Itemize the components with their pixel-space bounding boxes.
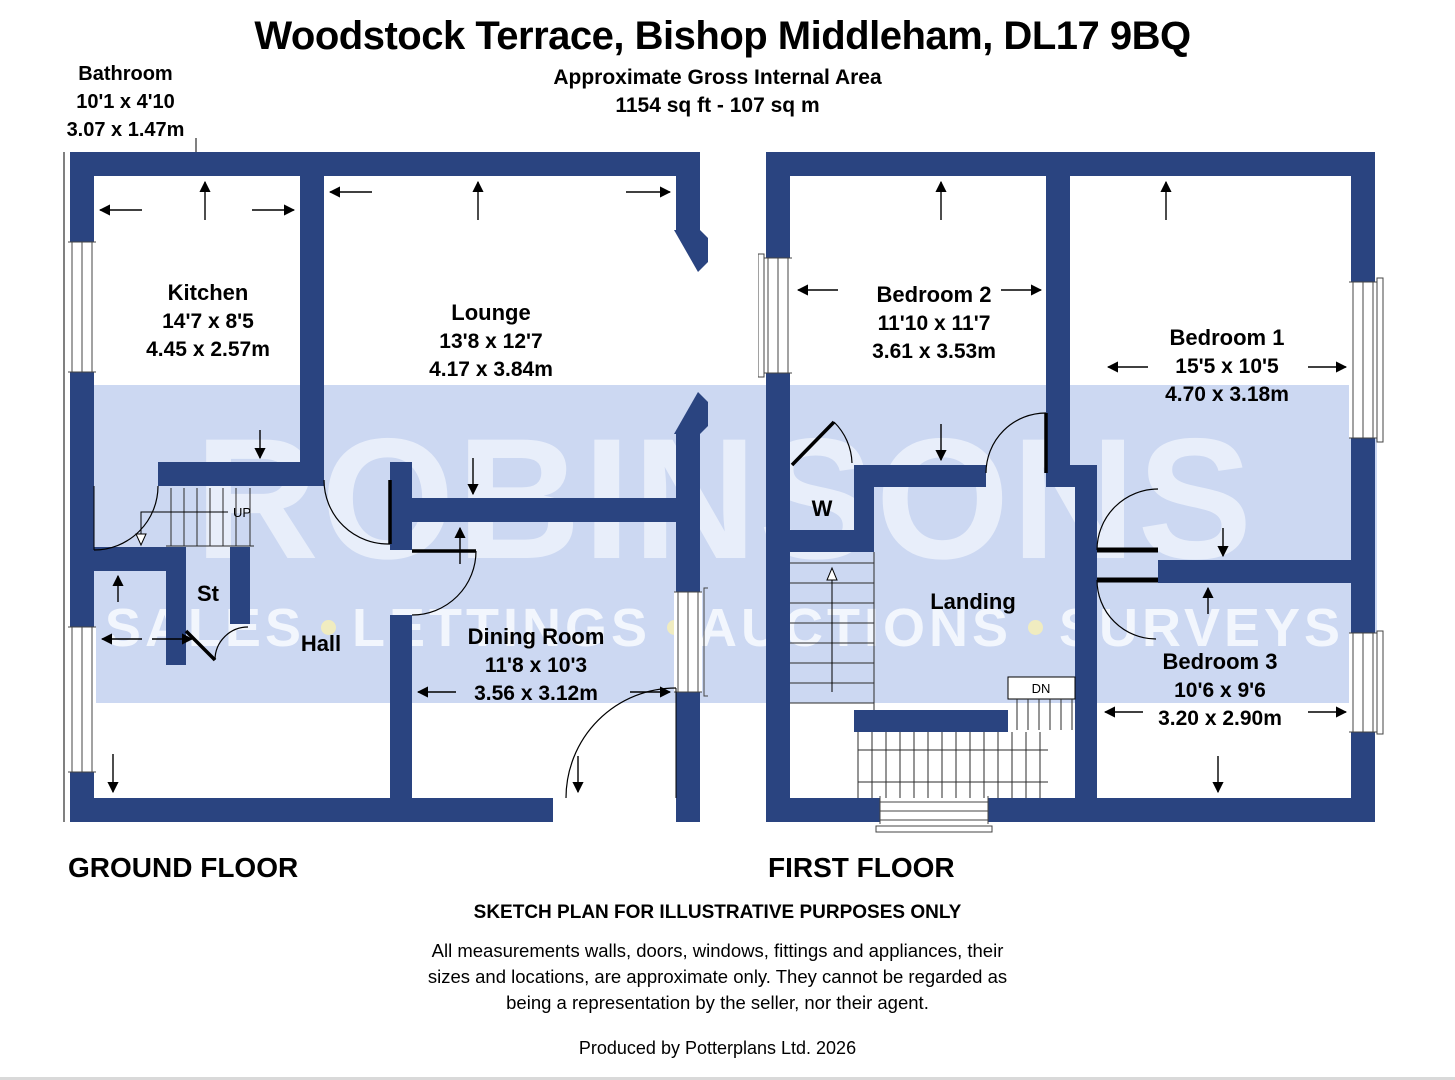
store-name: St <box>197 581 220 606</box>
kitchen-imperial: 14'7 x 8'5 <box>162 310 254 333</box>
gf-room-labels: Kitchen 14'7 x 8'5 4.45 x 2.57m Lounge 1… <box>146 280 604 705</box>
ff-bedroom1-door <box>1096 488 1159 553</box>
bathroom-imperial: 10'1 x 4'10 <box>76 91 175 113</box>
gf-walls <box>70 152 708 822</box>
bathroom-name: Bathroom <box>78 63 173 85</box>
page-bottom-border <box>0 1077 1455 1080</box>
ff-dn-label: DN <box>1032 681 1051 696</box>
kitchen-name: Kitchen <box>168 280 249 305</box>
bathroom-label: Bathroom 10'1 x 4'10 3.07 x 1.47m <box>28 60 223 144</box>
bedroom2-name: Bedroom 2 <box>877 282 992 307</box>
ff-stairs: DN <box>790 552 1076 798</box>
bedroom3-imperial: 10'6 x 9'6 <box>1174 679 1266 702</box>
disclaimer: All measurements walls, doors, windows, … <box>0 938 1435 1016</box>
watermark-service-auctions: AUCTIONS <box>697 598 1012 658</box>
ff-stairs-direction-arrow-icon <box>826 566 838 581</box>
dining-metric: 3.56 x 3.12m <box>474 682 598 705</box>
sketch-note: SKETCH PLAN FOR ILLUSTRATIVE PURPOSES ON… <box>473 902 962 923</box>
first-floor-label: FIRST FLOOR <box>768 852 955 883</box>
gf-kitchen-window <box>68 241 96 373</box>
gf-store-door <box>184 626 249 662</box>
bathroom-metric: 3.07 x 1.47m <box>66 119 185 141</box>
bedroom2-metric: 3.61 x 3.53m <box>872 340 996 363</box>
ground-floor-label: GROUND FLOOR <box>68 852 299 883</box>
watermark-dot-icon <box>1027 620 1043 636</box>
bedroom2-imperial: 11'10 x 11'7 <box>878 312 991 335</box>
ff-dimension-arrows <box>796 180 1348 794</box>
gf-dimension-arrows <box>98 180 672 794</box>
gf-kitchen-door <box>93 485 159 551</box>
ff-bedroom3-window <box>1349 630 1384 735</box>
gf-bay-stub-bottom <box>674 392 708 434</box>
kitchen-metric: 4.45 x 2.57m <box>146 338 270 361</box>
disclaimer-line-3: being a representation by the seller, no… <box>506 992 929 1013</box>
ff-bedroom3-door <box>1096 577 1158 640</box>
ff-stair-window <box>875 796 993 833</box>
gf-front-door <box>565 687 677 799</box>
gross-area-heading: Approximate Gross Internal Area <box>553 66 882 89</box>
gf-dining-window <box>674 587 708 697</box>
watermark-dot-icon <box>320 620 336 636</box>
gf-stairs-direction-arrow-icon <box>135 533 147 547</box>
hall-name: Hall <box>301 631 341 656</box>
ff-bedroom2-window <box>758 253 792 378</box>
gf-up-label: UP <box>233 505 251 520</box>
gross-area-value: 1154 sq ft - 107 sq m <box>615 94 820 117</box>
gf-bay-stub-top <box>674 230 708 272</box>
lounge-imperial: 13'8 x 12'7 <box>439 330 542 353</box>
wardrobe-name: W <box>812 496 833 521</box>
ff-wardrobe-door <box>790 420 853 467</box>
disclaimer-line-2: sizes and locations, are approximate onl… <box>427 966 1008 987</box>
ff-walls <box>766 152 1375 822</box>
produced-by: Produced by Potterplans Ltd. 2026 <box>578 1038 857 1058</box>
bedroom3-metric: 3.20 x 2.90m <box>1158 707 1282 730</box>
gf-hall-window <box>68 626 96 773</box>
gf-bay-window <box>702 252 708 412</box>
first-floor-plan: DN <box>758 152 1384 833</box>
ff-bedroom2-door <box>985 412 1048 474</box>
ff-bedroom1-window <box>1349 277 1384 443</box>
page-title: Woodstock Terrace, Bishop Middleham, DL1… <box>254 14 1191 58</box>
bedroom1-imperial: 15'5 x 10'5 <box>1175 355 1279 378</box>
bedroom1-name: Bedroom 1 <box>1170 325 1285 350</box>
ff-dn-box <box>1007 676 1076 700</box>
ground-floor-plan: UP Kitchen 14'7 x 8'5 4.45 x 2.57m <box>63 138 708 822</box>
gf-dining-door <box>411 549 477 616</box>
watermark-service-surveys: SURVEYS <box>1058 598 1345 658</box>
disclaimer-line-1: All measurements walls, doors, windows, … <box>431 940 1004 961</box>
landing-name: Landing <box>930 589 1016 614</box>
dining-imperial: 11'8 x 10'3 <box>485 654 587 677</box>
bedroom1-metric: 4.70 x 3.18m <box>1165 383 1289 406</box>
gf-stairs: UP <box>135 488 254 547</box>
ff-room-labels: Bedroom 2 11'10 x 11'7 3.61 x 3.53m Bedr… <box>812 282 1289 730</box>
lounge-metric: 4.17 x 3.84m <box>429 358 553 381</box>
gf-lounge-door <box>323 479 392 545</box>
bedroom3-name: Bedroom 3 <box>1163 649 1278 674</box>
lounge-name: Lounge <box>451 300 530 325</box>
dining-name: Dining Room <box>468 624 605 649</box>
